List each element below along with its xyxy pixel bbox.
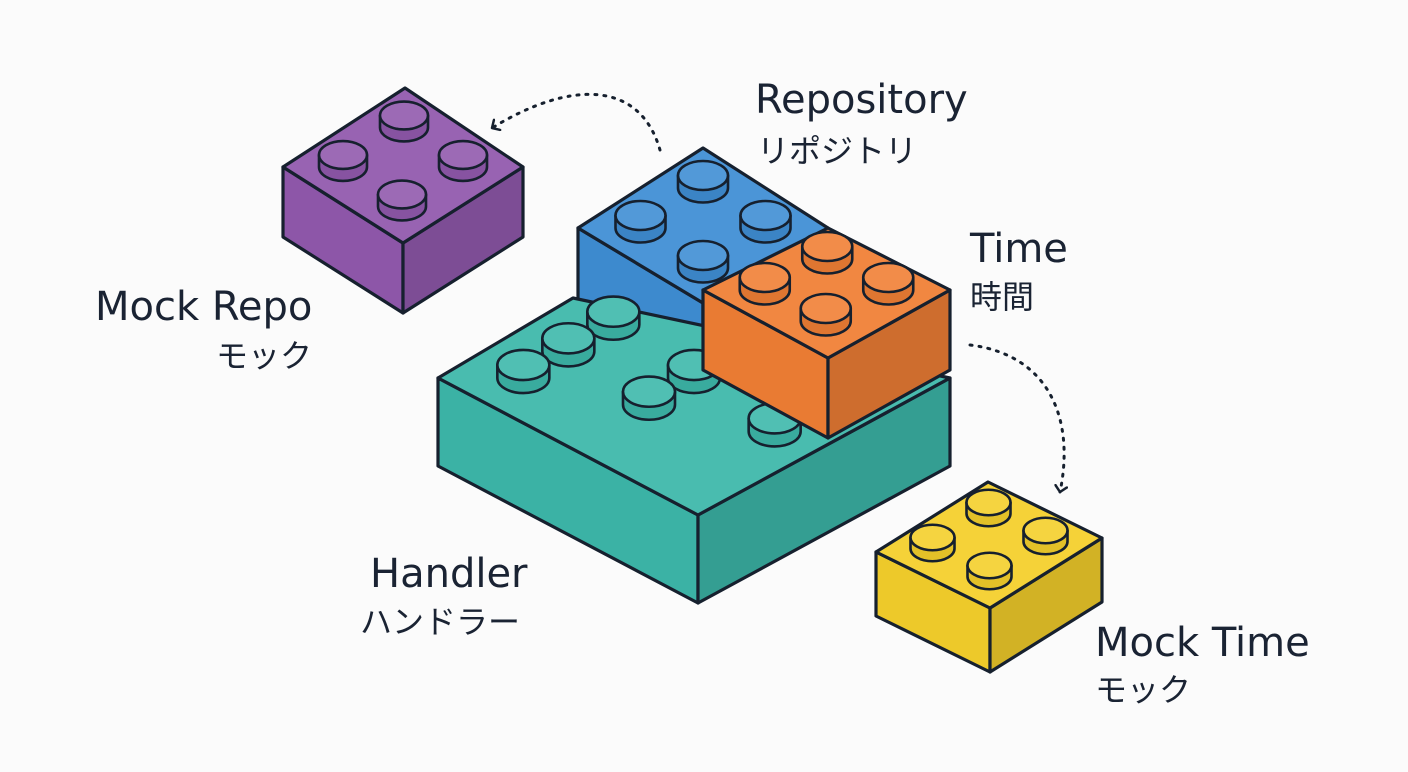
brick-handler-stud [586,295,641,342]
brick-mock-repo [281,86,525,315]
brick-handler-stud [621,375,677,422]
label-time-ja: 時間 [970,278,1034,316]
brick-time-stud [800,230,854,275]
brick-mock-time-stud [965,488,1012,528]
brick-mock-time-stud [1022,516,1069,556]
brick-mock-time-stud [966,551,1013,591]
label-repository: Repository リポジトリ [755,77,968,170]
brick-time-stud [738,261,792,306]
brick-repository-stud [614,199,667,244]
brick-handler-stud [541,321,596,368]
brick-time [701,226,952,440]
brick-time-stud [799,292,853,337]
label-mock-time-ja: モック [1095,671,1191,709]
brick-time-stud [861,261,915,306]
brick-mock-time-stud [909,523,956,563]
brick-handler-stud [747,401,802,448]
brick-repository-stud [676,239,730,284]
label-repository-ja: リポジトリ [757,132,917,170]
brick-mock-repo-stud [376,179,428,222]
brick-handler-stud [496,348,551,395]
label-mock-time: Mock Time モック [1095,620,1310,709]
brick-mock-time-top-face [874,480,1104,610]
label-mock-repo-en: Mock Repo [95,284,312,330]
brick-repository-stud [739,199,792,244]
brick-repository-stud [676,159,730,204]
label-mock-repo: Mock Repo モック [95,284,312,375]
brick-mock-repo-stud [378,100,430,143]
label-handler: Handler ハンドラー [360,551,528,641]
brick-mock-repo-top-face [281,86,525,245]
label-handler-en: Handler [370,551,528,597]
brick-mock-repo-stud [317,139,369,183]
arrow-time-to-mock-time [968,343,1064,494]
label-time-en: Time [969,226,1068,272]
label-time: Time 時間 [969,226,1068,316]
arrow-repository-to-mock-repo [490,92,662,152]
brick-mock-repo-stud [437,139,489,183]
label-mock-time-en: Mock Time [1095,620,1310,666]
label-repository-en: Repository [755,77,968,123]
brick-mock-time [874,480,1104,674]
label-handler-ja: ハンドラー [360,603,520,641]
label-mock-repo-ja: モック [216,337,312,375]
